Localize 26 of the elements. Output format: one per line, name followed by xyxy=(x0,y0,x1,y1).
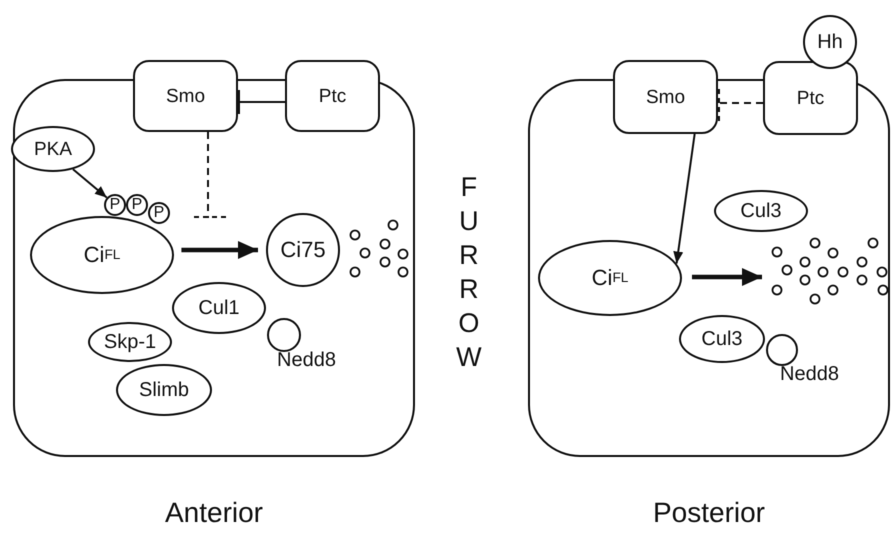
protein-ellipse: Cul1 xyxy=(172,282,266,334)
inhibition-line xyxy=(238,89,285,115)
protein-circle: P xyxy=(126,194,148,216)
receptor-box: Smo xyxy=(133,60,238,132)
arrow xyxy=(72,168,108,198)
protein-ellipse: Skp-1 xyxy=(88,322,172,362)
protein-label: Nedd8 xyxy=(277,350,336,370)
protein-label: Nedd8 xyxy=(780,364,839,384)
protein-ellipse: Cul3 xyxy=(714,190,808,232)
protein-ellipse: Ci$^{FL}$ xyxy=(30,216,174,294)
receptor-box: Ptc xyxy=(285,60,380,132)
receptor-box: Smo xyxy=(613,60,718,134)
region-label: Posterior xyxy=(652,499,766,527)
protein-circle: P xyxy=(148,202,170,224)
protein-circle: Ci75 xyxy=(266,213,340,287)
protein-ellipse: Cul3 xyxy=(679,315,765,363)
arrow xyxy=(673,134,696,264)
arrow xyxy=(181,241,258,259)
protein-circle: Hh xyxy=(803,15,857,69)
region-label: Anterior xyxy=(164,499,264,527)
protein-ellipse: Ci$^{FL}$ xyxy=(538,240,682,316)
protein-circle: P xyxy=(104,194,126,216)
receptor-box: Ptc xyxy=(763,61,858,135)
furrow-label: FURROW xyxy=(455,171,483,374)
arrow xyxy=(692,268,762,286)
protein-ellipse: Slimb xyxy=(116,364,212,416)
